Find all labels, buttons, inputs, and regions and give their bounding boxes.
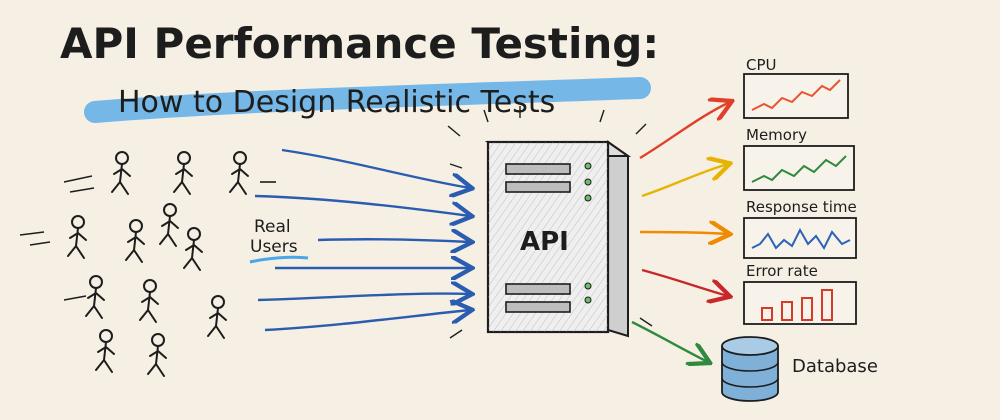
server-glow-lines bbox=[447, 106, 653, 339]
stick-figure bbox=[159, 203, 179, 247]
stick-figure bbox=[85, 275, 105, 319]
metric-label-error-rate: Error rate bbox=[746, 262, 818, 280]
stick-figure bbox=[229, 151, 249, 195]
api-server: API bbox=[484, 140, 632, 338]
metric-line-response-time bbox=[751, 227, 851, 250]
stick-figure bbox=[111, 151, 131, 195]
metric-frame-response-time bbox=[743, 217, 857, 259]
metric-panels: CPU Memory Response time Error rate bbox=[743, 56, 857, 325]
users-label-line1: Real bbox=[254, 217, 291, 237]
metric-line-cpu bbox=[751, 79, 841, 111]
subtitle-highlight bbox=[84, 77, 651, 123]
metric-memory: Memory bbox=[743, 126, 855, 191]
stick-figure bbox=[139, 279, 159, 323]
metric-label-memory: Memory bbox=[746, 126, 807, 144]
stick-figure bbox=[183, 227, 203, 271]
metric-label-response-time: Response time bbox=[746, 198, 857, 216]
stick-figure bbox=[67, 215, 87, 259]
stick-figure bbox=[173, 151, 193, 195]
request-arrows bbox=[254, 148, 470, 332]
database-label: Database bbox=[792, 356, 878, 377]
metric-frame-error-rate bbox=[743, 281, 857, 325]
metric-frame-memory bbox=[743, 145, 855, 191]
database-icon bbox=[721, 336, 779, 402]
metric-cpu: CPU bbox=[743, 56, 849, 119]
metric-line-memory bbox=[751, 155, 847, 183]
server-status-leds bbox=[584, 162, 592, 304]
stick-figure bbox=[147, 333, 167, 377]
metric-response-time: Response time bbox=[743, 198, 857, 259]
metric-bars-error-rate bbox=[761, 289, 833, 321]
metric-arrows bbox=[631, 102, 730, 362]
diagram-title: API Performance Testing: bbox=[60, 19, 659, 68]
users-crowd bbox=[67, 151, 249, 377]
stick-figure bbox=[125, 219, 145, 263]
users-label-underline bbox=[249, 255, 309, 264]
stick-figure bbox=[95, 329, 115, 373]
users-label-line2: Users bbox=[250, 237, 298, 257]
stick-figure bbox=[207, 295, 227, 339]
motion-lines bbox=[19, 175, 276, 301]
server-drive-slots bbox=[505, 163, 571, 313]
metric-error-rate: Error rate bbox=[743, 262, 857, 325]
metric-frame-cpu bbox=[743, 73, 849, 119]
diagram-subtitle: How to Design Realistic Tests bbox=[118, 85, 555, 120]
metric-label-cpu: CPU bbox=[746, 56, 777, 74]
server-label: API bbox=[520, 227, 569, 257]
